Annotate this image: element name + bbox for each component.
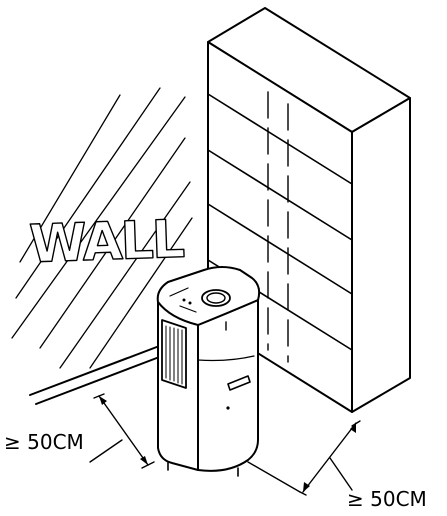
clearance-left-label: ≥ 50CM — [4, 430, 84, 454]
wall-base-line — [29, 344, 163, 405]
portable-air-conditioner — [156, 266, 261, 477]
cabinet — [207, 7, 411, 413]
clearance-right-label: ≥ 50CM — [347, 487, 427, 511]
cabinet-door-seams — [267, 91, 289, 363]
dimension-right — [247, 420, 361, 496]
wall-label: WALL — [28, 210, 184, 275]
wall-hatching — [11, 87, 193, 369]
dimension-left — [89, 393, 155, 469]
